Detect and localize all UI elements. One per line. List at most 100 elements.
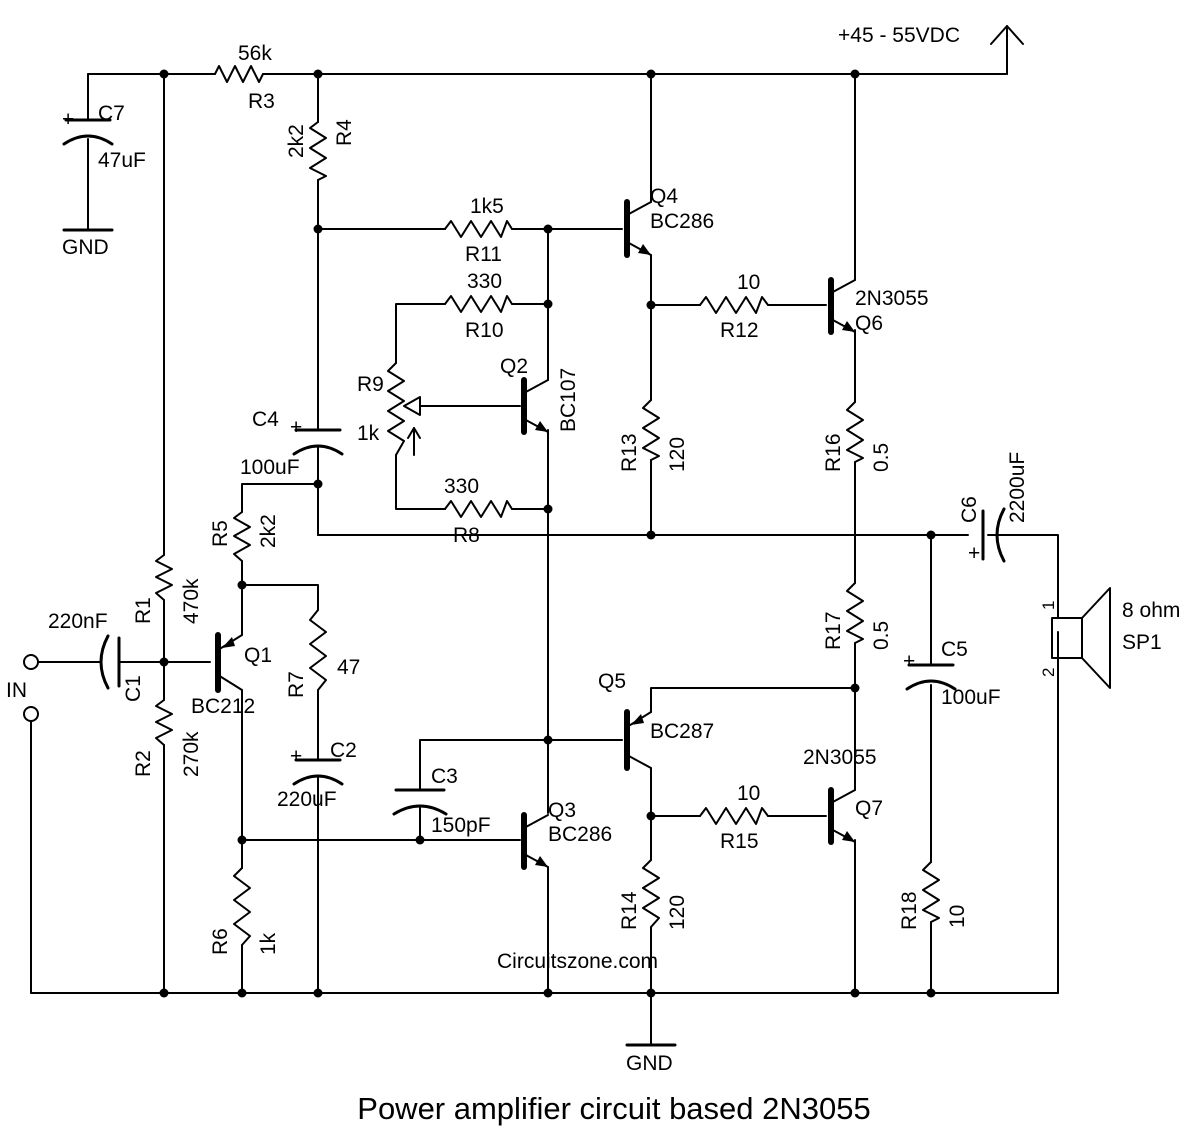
resistor-r8 <box>444 500 513 518</box>
capacitor-c6 <box>981 507 1006 563</box>
wires <box>30 25 1059 1046</box>
q5-ref: Q5 <box>598 670 626 693</box>
c1-value: 220nF <box>48 610 108 633</box>
q6-emitter-arrow-icon <box>842 321 855 332</box>
q7-part: 2N3055 <box>803 746 877 769</box>
sp1-ref: SP1 <box>1122 631 1162 654</box>
r13-ref: R13 <box>618 433 641 472</box>
capacitor-c7 <box>62 118 114 146</box>
q7-ref: Q7 <box>855 797 883 820</box>
q4-part: BC286 <box>650 210 714 233</box>
speaker-icon <box>1051 587 1111 689</box>
q5-part: BC287 <box>650 720 714 743</box>
q1-emitter-arrow-icon <box>222 637 235 648</box>
resistor-r4 <box>309 121 327 181</box>
q2-ref: Q2 <box>500 355 528 378</box>
resistor-r11 <box>444 220 513 238</box>
r2-ref: R2 <box>132 750 155 777</box>
r18-ref: R18 <box>898 891 921 930</box>
q3-part: BC286 <box>548 823 612 846</box>
r16-ref: R16 <box>822 433 845 472</box>
r9-value: 1k <box>357 422 380 445</box>
c7-polarity: + <box>62 108 74 131</box>
r2-value: 270k <box>180 731 203 777</box>
capacitor-c2 <box>292 758 344 786</box>
q1-ref: Q1 <box>244 644 272 667</box>
transistor-q6 <box>828 277 856 335</box>
r10-value: 330 <box>467 270 502 293</box>
resistor-r5 <box>233 511 251 562</box>
c2-ref: C2 <box>330 739 357 762</box>
resistor-r18 <box>922 861 940 923</box>
r8-ref: R8 <box>453 524 480 547</box>
q7-emitter-arrow-icon <box>842 831 855 842</box>
resistor-r1 <box>155 554 173 601</box>
r17-ref: R17 <box>822 611 845 650</box>
r4-ref: R4 <box>333 119 356 146</box>
c3-value: 150pF <box>431 814 491 837</box>
q2-emitter-arrow-icon <box>535 421 548 432</box>
q5-emitter-arrow-icon <box>631 714 644 725</box>
sp1-pin2: 2 <box>1039 668 1058 677</box>
q2-part: BC107 <box>557 368 580 432</box>
r15-ref: R15 <box>720 830 759 853</box>
watermark-text: Circuitszone.com <box>497 950 658 973</box>
capacitor-c4 <box>292 428 344 456</box>
r4-value: 2k2 <box>285 124 308 158</box>
transistor-q7 <box>828 787 856 845</box>
c5-value: 100uF <box>941 686 1001 709</box>
resistor-r6 <box>233 867 251 946</box>
r1-ref: R1 <box>132 597 155 624</box>
ground-label: GND <box>626 1052 673 1075</box>
ground-label: GND <box>62 236 109 259</box>
c5-polarity: + <box>903 650 915 673</box>
supply-arrow-icon <box>990 25 1024 45</box>
r11-ref: R11 <box>465 243 502 266</box>
q6-ref: Q6 <box>855 312 883 335</box>
c3-ref: C3 <box>431 765 458 788</box>
c6-value: 2200uF <box>1006 452 1029 523</box>
r13-value: 120 <box>666 437 689 472</box>
resistor-r7 <box>309 609 327 691</box>
r18-value: 10 <box>946 905 969 928</box>
resistor-r15 <box>699 807 769 825</box>
q4-ref: Q4 <box>650 185 678 208</box>
c4-ref: C4 <box>252 408 279 431</box>
r14-value: 120 <box>666 895 689 930</box>
q3-emitter-arrow-icon <box>535 856 548 867</box>
input-label: IN <box>6 679 27 702</box>
trimmer-r9 <box>387 362 421 456</box>
resistor-r17 <box>846 582 864 644</box>
r9-ref: R9 <box>357 373 384 396</box>
capacitor-c1 <box>99 634 121 690</box>
c4-polarity: + <box>290 416 302 439</box>
r16-value: 0.5 <box>870 443 893 472</box>
resistor-r13 <box>642 399 660 461</box>
r15-value: 10 <box>737 782 760 805</box>
r11-value: 1k5 <box>470 195 504 218</box>
r5-ref: R5 <box>209 520 232 547</box>
r6-ref: R6 <box>209 928 232 955</box>
r8-value: 330 <box>444 475 479 498</box>
input-terminal <box>23 706 39 722</box>
r7-value: 47 <box>337 656 360 679</box>
sp1-pin1: 1 <box>1039 601 1058 610</box>
r3-value: 56k <box>238 42 272 65</box>
c6-ref: C6 <box>958 496 981 523</box>
r17-value: 0.5 <box>870 621 893 650</box>
r5-value: 2k2 <box>257 514 280 548</box>
r12-value: 10 <box>737 271 760 294</box>
transistor-q3 <box>521 812 549 870</box>
c1-ref: C1 <box>122 675 145 702</box>
r14-ref: R14 <box>618 891 641 930</box>
resistor-r2 <box>155 699 173 746</box>
resistor-r14 <box>642 859 660 928</box>
c6-polarity: + <box>968 542 980 565</box>
c2-polarity: + <box>290 745 302 768</box>
c5-ref: C5 <box>941 638 968 661</box>
r12-ref: R12 <box>720 319 759 342</box>
r1-value: 470k <box>180 578 203 624</box>
resistor-r12 <box>699 296 769 314</box>
junction-dots <box>159 69 936 998</box>
